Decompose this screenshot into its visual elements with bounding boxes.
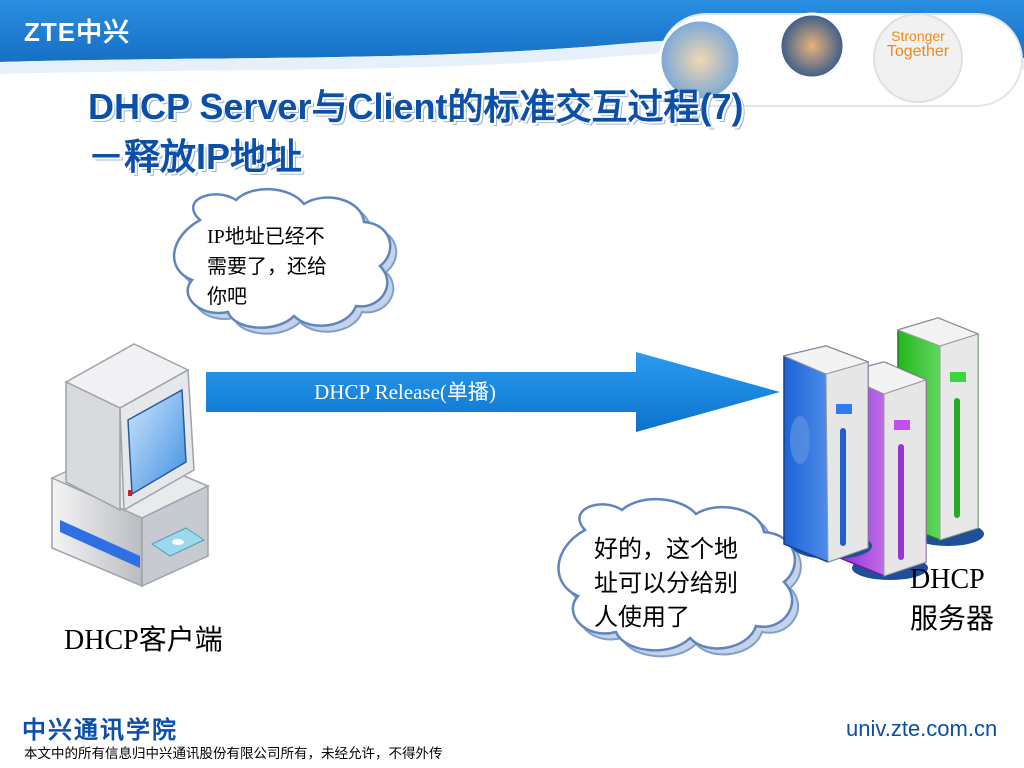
computer-icon xyxy=(50,343,210,588)
server-bubble-line: 人使用了 xyxy=(594,605,690,631)
title-line2: －释放IP地址 xyxy=(88,136,303,177)
title-line1: DHCP Server与Client的标准交互过程(7) xyxy=(88,86,744,127)
photo-circle xyxy=(778,12,846,80)
thought-bubble-server xyxy=(557,498,802,658)
slogan-line1: Stronger xyxy=(891,28,945,44)
footer-url: univ.zte.com.cn xyxy=(846,716,998,741)
slogan: Stronger Together xyxy=(868,28,968,60)
release-arrow xyxy=(206,352,780,432)
arrow-label: DHCP Release(单播) xyxy=(314,380,496,404)
server-label-line2: 服务器 xyxy=(910,604,995,635)
slide-title: DHCP Server与Client的标准交互过程(7) －释放IP地址 xyxy=(88,82,848,182)
server-bubble-text: 好的，这个地 址可以分给别 人使用了 xyxy=(594,533,770,635)
brand-logo: ZTE中兴 xyxy=(24,17,131,47)
server-bubble-line: 好的，这个地 xyxy=(594,537,738,563)
client-bubble-line: 你吧 xyxy=(207,286,247,308)
client-bubble-line: 需要了，还给 xyxy=(207,256,327,278)
footer-org: 中兴通讯学院 xyxy=(22,715,178,744)
server-label: DHCP 服务器 xyxy=(910,560,1020,640)
client-bubble-text: IP地址已经不 需要了，还给 你吧 xyxy=(207,222,367,312)
client-bubble-line: IP地址已经不 xyxy=(207,226,325,248)
server-rack-icon xyxy=(782,317,984,580)
photo-circle xyxy=(658,18,742,102)
header-band xyxy=(0,0,1024,107)
server-label-line1: DHCP xyxy=(910,564,985,595)
client-label: DHCP客户端 xyxy=(64,625,223,656)
slogan-line2: Together xyxy=(886,43,950,60)
footer-copyright: 本文中的所有信息归中兴通讯股份有限公司所有，未经允许，不得外传 xyxy=(24,746,443,762)
thought-bubble-client xyxy=(173,188,398,335)
server-bubble-line: 址可以分给别 xyxy=(594,571,738,597)
